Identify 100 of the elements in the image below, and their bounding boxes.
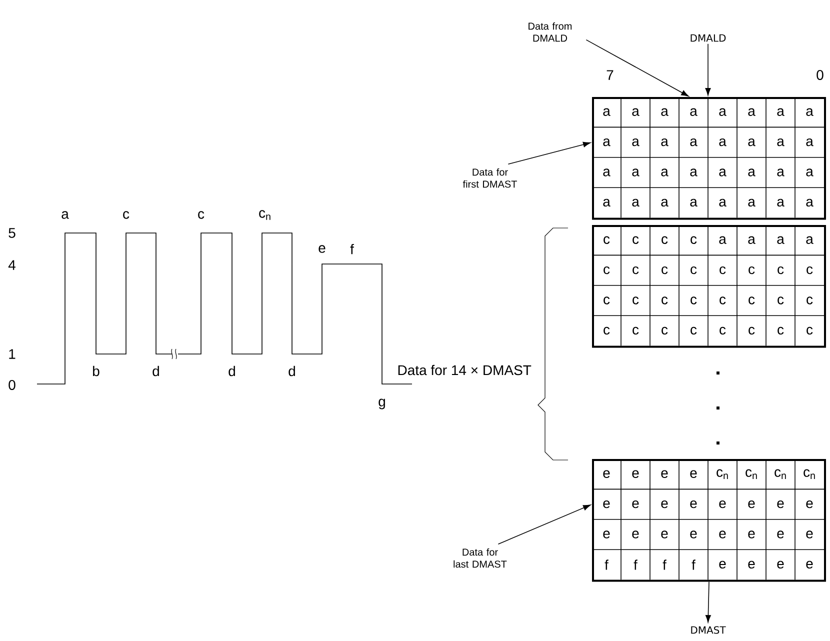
cell-letter: e — [603, 500, 610, 508]
cell-letter: e — [661, 530, 668, 538]
cell-letter: e — [806, 500, 813, 508]
cell-letter: a — [806, 138, 814, 146]
cell-letter: c — [690, 236, 697, 244]
cell-letter: c — [720, 266, 726, 274]
cell-letter: a — [690, 138, 698, 146]
arrow — [498, 504, 591, 545]
axis-label: 5 — [8, 228, 16, 238]
cell-letter: f — [692, 560, 696, 570]
cell-letter: c — [632, 296, 639, 304]
cell-letter: a — [632, 138, 640, 146]
cell-letter: a — [661, 138, 668, 146]
cell-letter: a — [777, 108, 784, 116]
cell-letter: c$_{n}$ — [774, 469, 786, 479]
cell-letter: e — [748, 530, 755, 538]
axis-label: 7 — [606, 70, 614, 80]
cell-letter: a — [690, 168, 698, 176]
axis-label: 0 — [816, 70, 824, 80]
cell-letter: a — [661, 168, 668, 176]
cell-letter: e — [777, 500, 784, 508]
callout-text: Data from DMALD — [528, 22, 572, 42]
cell-letter: a — [632, 168, 640, 176]
cell-letter: e — [632, 500, 639, 508]
cell-letter: c$_{n}$ — [804, 469, 815, 479]
cell-letter: a — [603, 138, 610, 146]
cell-letter: e — [806, 530, 813, 538]
cell-letter: e — [719, 530, 726, 538]
cell-letter: a — [603, 168, 610, 176]
cell-letter: e — [632, 470, 639, 478]
cell-letter: c — [748, 266, 755, 274]
cell-letter: c — [748, 296, 755, 304]
cell-letter: a — [748, 168, 756, 176]
axis-label: 0 — [8, 380, 16, 390]
cell-letter: a — [719, 198, 726, 207]
cell-letter: c — [806, 266, 813, 274]
axis-label: d — [152, 366, 159, 376]
cell-letter: a — [748, 198, 756, 207]
cell-letter: a — [603, 108, 610, 116]
cell-letter: a — [777, 168, 784, 176]
cell-letter: c — [690, 326, 697, 335]
cell-letter: a — [661, 198, 668, 207]
cell-letter: a — [719, 108, 726, 116]
cell-letter: f — [662, 560, 666, 570]
cell-letter: c — [748, 326, 755, 335]
cell-letter: e — [603, 470, 610, 478]
cell-letter: e — [719, 560, 726, 569]
cell-letter: a — [719, 236, 726, 244]
cell-letter: c — [604, 236, 610, 244]
axis-label: c — [123, 211, 130, 219]
cell-letter: e — [777, 530, 784, 538]
cell-letter: e — [777, 560, 784, 569]
axis-label: g — [378, 398, 385, 410]
cell-letter: f — [634, 560, 638, 570]
callout-text: DMAST — [691, 626, 726, 634]
bracket-label: Data for 14 × DMAST — [398, 364, 532, 376]
cell-letter: c — [806, 296, 813, 304]
cell-letter: a — [777, 198, 784, 207]
axis-label: c$_{n}$ — [259, 210, 270, 220]
axis-label: e — [318, 245, 326, 253]
arrow — [705, 581, 711, 623]
cell-letter: c — [604, 266, 610, 274]
cell-letter: c — [604, 326, 610, 335]
cell-letter: c — [690, 266, 697, 274]
arrow — [586, 39, 689, 97]
axis-label: c — [198, 211, 204, 219]
cell-letter: c — [662, 296, 668, 304]
cell-letter: c — [632, 326, 639, 335]
cell-letter: a — [690, 108, 698, 116]
cell-letter: a — [806, 236, 814, 244]
cell-letter: a — [632, 108, 640, 116]
cell-letter: c — [632, 266, 639, 274]
cell-letter: c — [662, 326, 668, 335]
callout-text: DMALD — [690, 34, 726, 42]
arrow — [705, 43, 711, 96]
cell-letter: c — [720, 326, 726, 335]
cell-letter: e — [806, 560, 813, 569]
cell-letter: c — [778, 326, 784, 335]
cell-letter: c — [662, 266, 668, 274]
cell-letter: e — [719, 500, 726, 508]
cell-letter: a — [719, 138, 726, 146]
cell-letter: a — [748, 236, 756, 244]
cell-letter: e — [690, 470, 697, 478]
cell-letter: c — [604, 296, 610, 304]
cell-letter: c — [690, 296, 697, 304]
axis-label: d — [288, 366, 295, 376]
axis-label: f — [350, 244, 354, 254]
cell-letter: a — [748, 138, 756, 146]
cell-letter: c — [720, 296, 726, 304]
axis-label: d — [228, 366, 235, 376]
cell-letter: a — [748, 108, 756, 116]
axis-label: 4 — [8, 260, 16, 270]
cell-letter: c — [778, 266, 784, 274]
cell-letter: a — [806, 168, 814, 176]
cell-letter: e — [748, 560, 755, 569]
cell-letter: a — [632, 198, 640, 207]
cell-letter: a — [690, 198, 698, 207]
cell-letter: e — [748, 500, 755, 508]
cell-letter: c — [778, 296, 784, 304]
axis-label: 1 — [9, 349, 16, 359]
